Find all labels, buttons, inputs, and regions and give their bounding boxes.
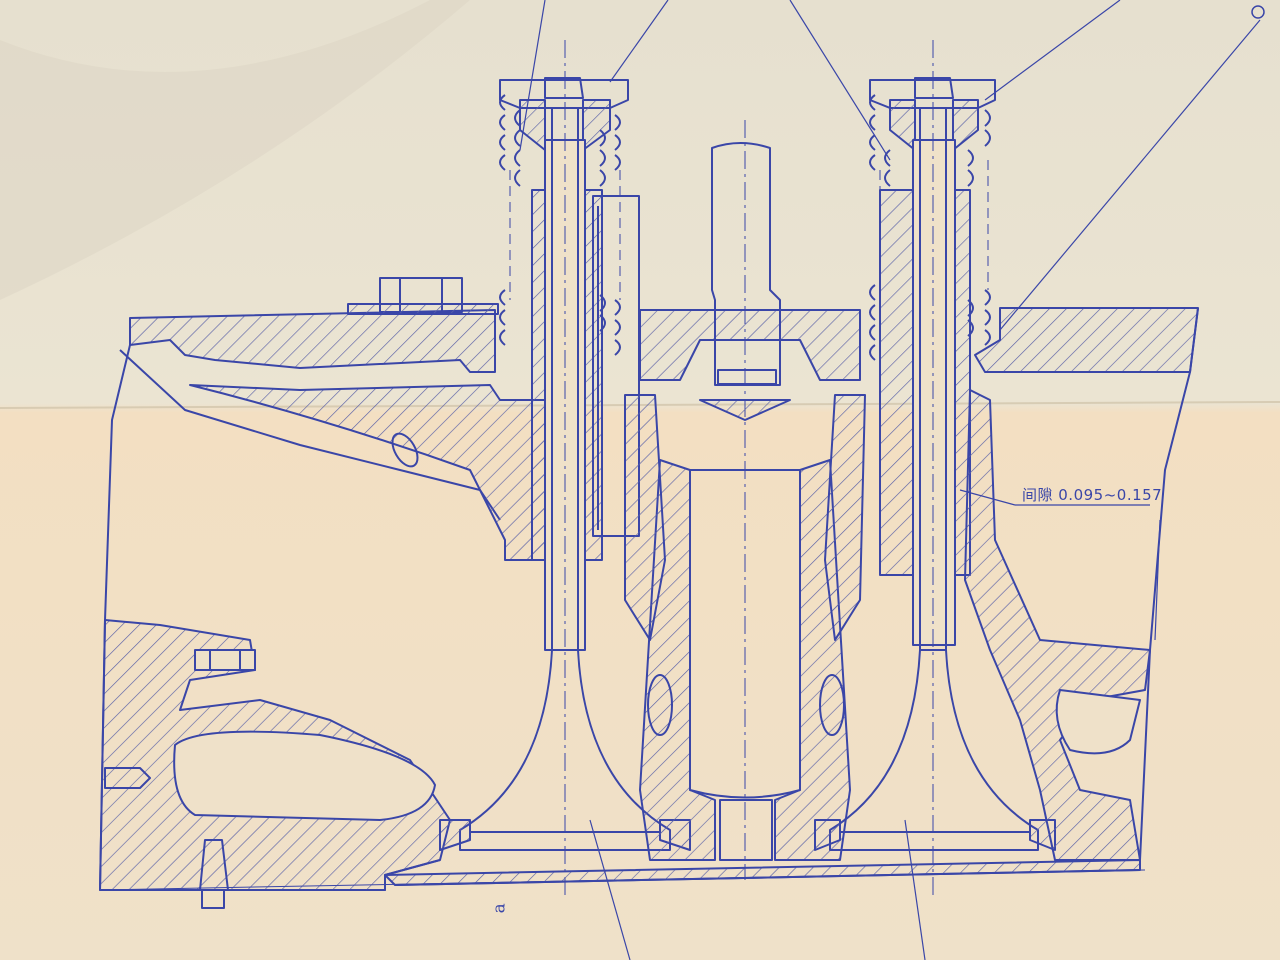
intake-valve-springs [499, 94, 621, 356]
head-upper-deck [129, 309, 496, 373]
exhaust-port-cavity [173, 730, 436, 821]
section-mark-label: a [489, 902, 510, 914]
deck-center-bridge [639, 309, 861, 381]
injector-sleeve [624, 120, 866, 880]
exhaust-valve-springs [869, 94, 991, 361]
balloon-marker [1251, 5, 1265, 19]
exhaust-valve-assembly [814, 40, 1056, 900]
clearance-annotation: 间隙 0.095~0.157 [1022, 486, 1163, 504]
water-jacket-right [964, 389, 1151, 861]
leader-lines [519, 0, 1261, 960]
paper-crease-shadow [0, 0, 470, 300]
head-right-deck [974, 307, 1199, 373]
drain-plug [199, 839, 229, 891]
head-right-wall [1139, 307, 1199, 861]
rocker-pedestal [592, 195, 640, 537]
intake-valve-assembly [439, 40, 691, 900]
